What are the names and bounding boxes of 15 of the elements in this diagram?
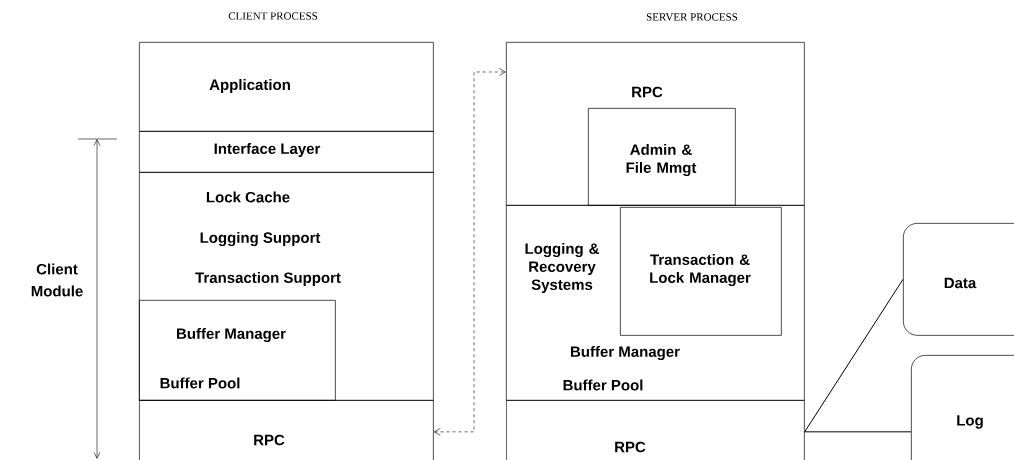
storage-box: Data <box>903 223 1014 336</box>
module-box: Admin & File Mmgt <box>588 108 736 206</box>
title: CLIENT PROCESS <box>228 12 318 20</box>
storage-box: Log <box>911 355 1014 460</box>
layer-box: RPC <box>506 400 805 460</box>
connector <box>804 278 904 433</box>
module-box: Buffer Manager Buffer Pool <box>139 300 336 401</box>
layer-box: Interface Layer <box>139 131 434 173</box>
module-box: Transaction & Lock Manager <box>620 207 782 336</box>
layer-box: RPC <box>139 400 434 460</box>
dimension-label: Client Module <box>31 263 83 297</box>
connector <box>804 431 912 433</box>
layer-box: Application <box>139 42 434 132</box>
title: SERVER PROCESS <box>646 13 738 21</box>
connector <box>434 68 506 436</box>
